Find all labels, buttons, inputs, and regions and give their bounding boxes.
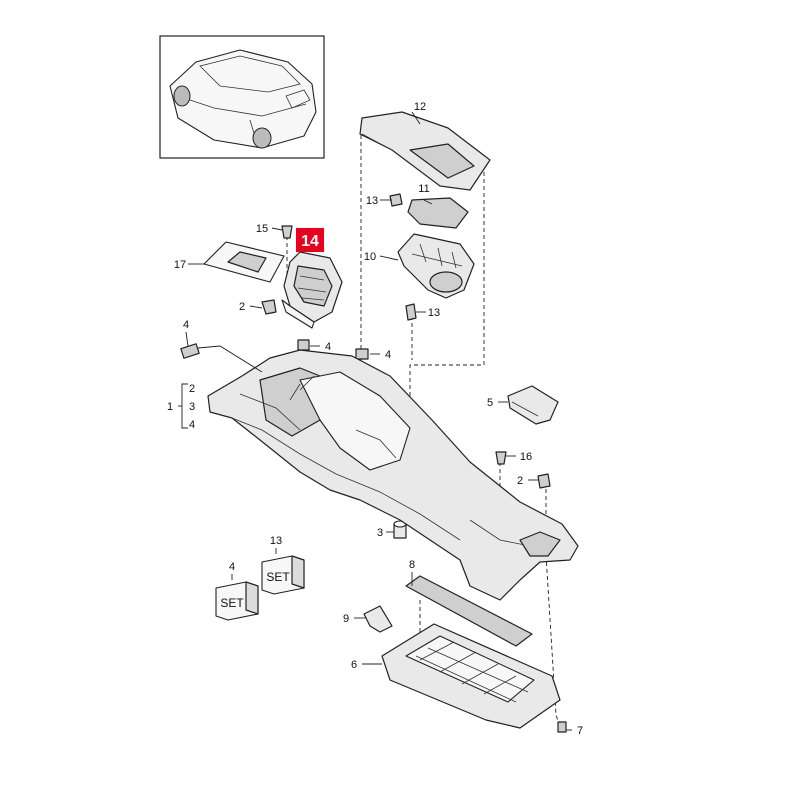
callout-9: 9 bbox=[343, 613, 349, 625]
callout-14-box bbox=[296, 228, 324, 252]
callout-6: 6 bbox=[351, 659, 357, 671]
leader-lines bbox=[178, 111, 572, 731]
callout-4-set: 4 bbox=[229, 561, 235, 573]
part-number-labels: 12 11 13 10 13 15 17 2 4 4 4 1 2 3 4 5 1… bbox=[167, 101, 583, 737]
callout-17: 17 bbox=[174, 259, 186, 271]
callout-15: 15 bbox=[256, 223, 268, 235]
set-box-left: SET bbox=[215, 581, 259, 621]
part-12-armrest-lid bbox=[359, 111, 491, 191]
callout-7: 7 bbox=[577, 725, 583, 737]
callout-4-clip-a: 4 bbox=[325, 341, 331, 353]
clip-parts bbox=[180, 193, 567, 733]
part-14-switch-panel bbox=[281, 251, 343, 329]
callout-4-bolt: 4 bbox=[183, 319, 189, 331]
callout-2-upper: 2 bbox=[239, 301, 245, 313]
vehicle-thumbnail bbox=[159, 35, 325, 159]
part-8-strip bbox=[405, 575, 533, 647]
callout-1-sub-2: 2 bbox=[189, 383, 195, 395]
set-box-right: SET bbox=[261, 555, 305, 595]
callout-3: 3 bbox=[377, 527, 383, 539]
callout-1: 1 bbox=[167, 401, 173, 413]
callout-1-sub-3: 3 bbox=[189, 401, 195, 413]
callout-13-middle: 13 bbox=[428, 307, 440, 319]
part-1-center-console bbox=[207, 349, 579, 601]
callout-14-highlight: 14 bbox=[296, 228, 324, 252]
callout-8: 8 bbox=[409, 559, 415, 571]
callout-4-clip-b: 4 bbox=[385, 349, 391, 361]
callout-16: 16 bbox=[520, 451, 532, 463]
callout-13-set: 13 bbox=[270, 535, 282, 547]
part-17-pad bbox=[203, 241, 285, 283]
set-box-right-label: SET bbox=[266, 570, 290, 584]
callout-11: 11 bbox=[418, 183, 429, 195]
part-9-cover bbox=[363, 605, 393, 633]
callout-1-sub-4: 4 bbox=[189, 419, 195, 431]
callout-12: 12 bbox=[414, 101, 426, 113]
set-box-left-label: SET bbox=[220, 596, 244, 610]
callout-5: 5 bbox=[487, 397, 493, 409]
part-5-end-cap bbox=[507, 385, 559, 425]
part-10-tray bbox=[397, 233, 475, 299]
part-6-base-tray bbox=[381, 623, 561, 729]
part-11-insert-mat bbox=[407, 197, 469, 229]
callout-10: 10 bbox=[364, 251, 376, 263]
callout-2-lower: 2 bbox=[517, 475, 523, 487]
callout-13-upper: 13 bbox=[366, 195, 378, 207]
callout-14-number: 14 bbox=[301, 233, 319, 250]
